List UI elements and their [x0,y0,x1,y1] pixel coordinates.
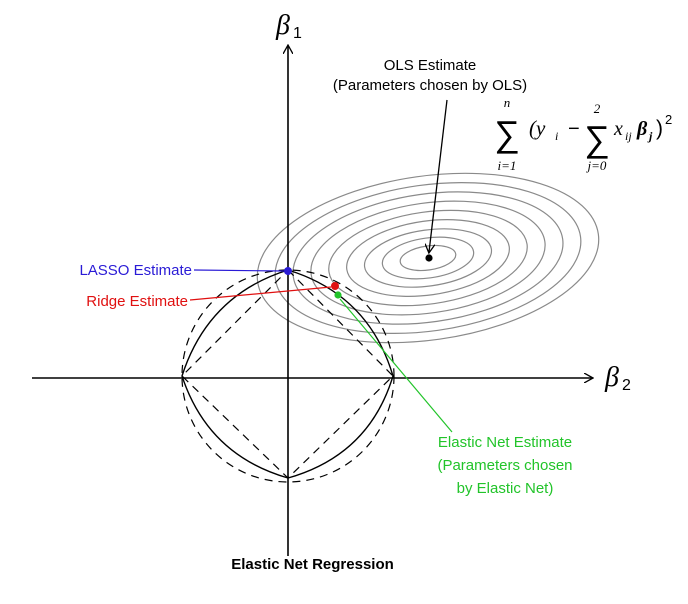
formula-x: x [613,118,623,140]
lasso-point [284,267,292,275]
y-axis-label-subscript: 1 [293,25,302,42]
elastic-net-constraint [181,269,394,479]
ridge-point [331,282,339,290]
ols-formula: n ∑ i=1 (y i − 2 ∑ j=0 x ij β j ) 2 [494,95,672,173]
elastic-net-label-line1: Elastic Net Estimate [438,434,572,451]
formula-sum-upper-inner: 2 [594,101,601,116]
formula-sum-lower-outer: i=1 [498,158,517,173]
ols-label-line2: (Parameters chosen by OLS) [333,77,527,94]
lasso-label: LASSO Estimate [79,262,192,279]
lasso-pointer-line [193,269,285,272]
ols-point [425,254,433,262]
ridge-label: Ridge Estimate [86,293,188,310]
ridge-constraint-circle [181,269,395,483]
elastic-net-point [334,291,342,299]
x-axis-label-subscript: 2 [622,377,631,394]
formula-open-y: (y [529,116,546,140]
formula-sub-ij: ij [625,129,632,143]
formula-beta: β [636,118,648,140]
elastic-net-label-line3: by Elastic Net) [457,480,554,497]
formula-minus: − [568,118,580,140]
figure-caption: Elastic Net Regression [231,556,394,573]
x-axis-label-beta: β [604,362,619,393]
y-axis-label-beta: β [275,10,290,41]
formula-sum-lower-inner: j=0 [586,158,607,173]
formula-close: ) [656,117,663,140]
elastic-net-pointer-line [339,298,453,433]
ols-arrow [429,99,448,252]
ols-label-line1: OLS Estimate [384,57,477,74]
formula-sum-upper-outer: n [504,95,511,110]
ridge-pointer-line [189,286,332,301]
formula-sub-i: i [555,129,558,143]
formula-sigma-outer: ∑ [494,113,520,154]
formula-sigma-inner: ∑ [584,118,610,159]
elastic-net-label-line2: (Parameters chosen [437,457,572,474]
formula-sub-j: j [647,129,653,143]
ols-contour-ellipses [256,172,600,344]
formula-power: 2 [665,112,672,127]
